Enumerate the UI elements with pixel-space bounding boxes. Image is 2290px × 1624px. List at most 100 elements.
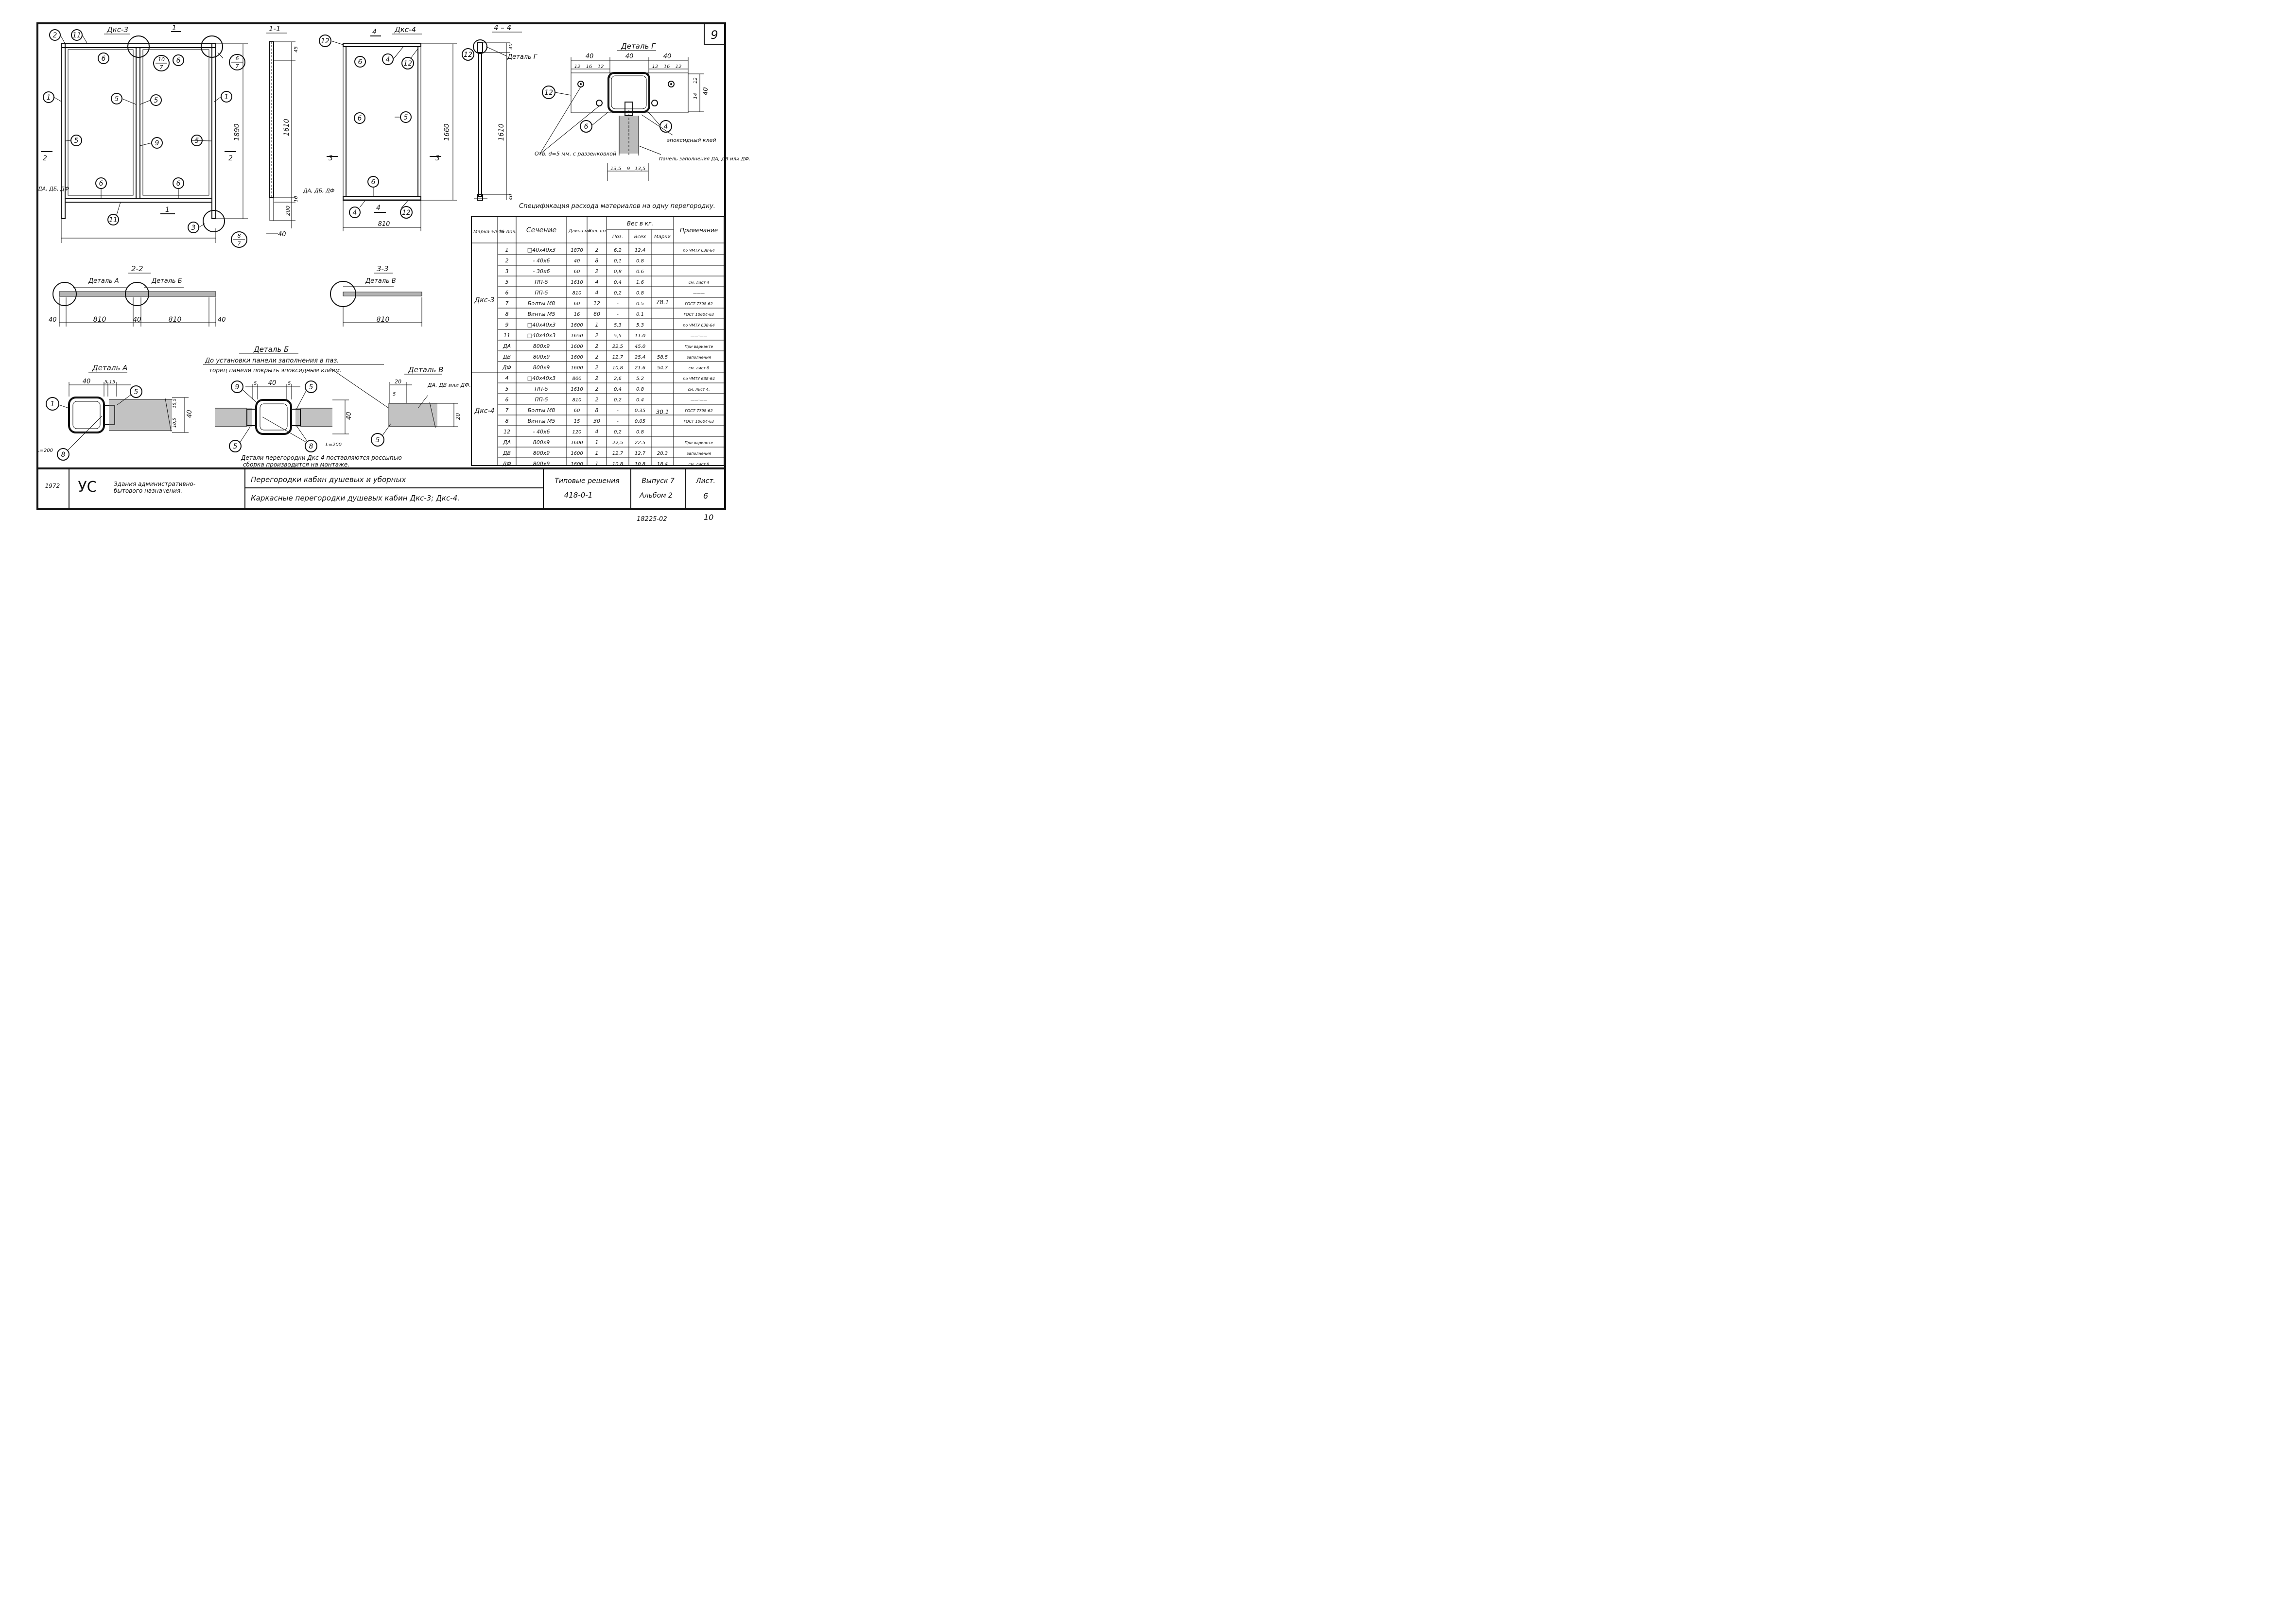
detail-b: Деталь Б До установки панели заполнения … bbox=[203, 345, 389, 452]
tb-title-1: Перегородки кабин душевых и уборных bbox=[251, 475, 406, 484]
frac-10-7-top: 10 bbox=[158, 56, 165, 63]
dim-40-s44-top: 40 bbox=[508, 43, 514, 50]
cut-1-bottom: 1 bbox=[165, 206, 170, 214]
dim-a-105: 10,5 bbox=[173, 418, 177, 428]
tb-year: 1972 bbox=[45, 483, 60, 489]
spec-table: Спецификация расхода материалов на одну … bbox=[471, 203, 725, 469]
group1-cell-section: □40x40x3 bbox=[527, 332, 555, 339]
callout-5-b-det: 5 bbox=[309, 383, 313, 391]
group1-cell-qty: 12 bbox=[593, 300, 600, 307]
dim-g-16-a: 16 bbox=[586, 64, 592, 69]
group2-cell-wall: 12.7 bbox=[635, 451, 646, 456]
frac-6-7-bot: 7 bbox=[236, 63, 239, 69]
callout-4-a: 4 bbox=[386, 56, 390, 64]
l200-a: L=200 bbox=[37, 448, 53, 453]
panel-types-dks4: ДА, ДБ, ДФ bbox=[303, 188, 334, 194]
group1-cell-length: 1600 bbox=[571, 365, 583, 371]
th-wall: Всех bbox=[634, 234, 646, 240]
callout-11-top: 11 bbox=[72, 32, 81, 39]
dim-g-12-c: 12 bbox=[652, 64, 659, 69]
group1-cell-wpos: 0,2 bbox=[614, 291, 622, 296]
group1-cell-qty: 2 bbox=[595, 343, 599, 349]
group1-cell-pos: ДВ bbox=[503, 354, 511, 360]
group2-cell-qty: 1 bbox=[595, 450, 599, 456]
cut-1-top: 1 bbox=[172, 24, 176, 32]
group1-cell-section: 800x9 bbox=[533, 354, 550, 360]
group1-cell-pos: 3 bbox=[505, 268, 509, 275]
group2-cell-length: 1600 bbox=[571, 440, 583, 446]
callout-6-h: 6 bbox=[584, 123, 589, 131]
group2-cell-note: При варианте bbox=[685, 441, 713, 445]
group2-cell-note: по ЧМТУ 638-64 bbox=[683, 377, 715, 381]
label-detail-a: Деталь А bbox=[92, 363, 127, 372]
callout-5-e: 5 bbox=[404, 114, 408, 121]
dim-v-20-v: 20 bbox=[455, 413, 461, 420]
group2-cell-qty: 1 bbox=[595, 461, 599, 467]
group1-cell-length: 1610 bbox=[571, 280, 583, 285]
callout-12-d: 12 bbox=[464, 51, 472, 59]
tb-sheet-no: 6 bbox=[703, 491, 708, 501]
group1-cell-length: 1600 bbox=[571, 323, 583, 328]
group1-cell-wall: 0.5 bbox=[636, 301, 644, 307]
group1-cell-note: ——·—— bbox=[691, 334, 708, 338]
tb-album: Альбом 2 bbox=[639, 492, 673, 500]
group2-cell-wpos: 10,8 bbox=[612, 462, 623, 467]
detail-b-note2: торец панели покрыть эпоксидным клеем. bbox=[209, 367, 342, 374]
group1-cell-wpos: 22,5 bbox=[612, 344, 623, 349]
group2-cell-section: 800x9 bbox=[533, 450, 550, 456]
group2-mass: 30.1 bbox=[656, 409, 669, 415]
group2-cell-wpos: 12,7 bbox=[612, 451, 624, 456]
group1-cell-wpos: 0,4 bbox=[614, 280, 622, 285]
dim-45: 45 bbox=[294, 46, 299, 52]
group2-cell-qty: 4 bbox=[595, 429, 599, 435]
group2-cell-length: 60 bbox=[574, 408, 580, 414]
callout-5-b: 5 bbox=[154, 97, 158, 104]
callout-5-d: 5 bbox=[195, 137, 199, 145]
detail-v: Деталь В 20 5 20 ДА, ДВ или ДФ. 5 bbox=[371, 365, 471, 447]
group2-cell-note: см. лист 8 bbox=[689, 462, 710, 466]
label-sec11: 1-1 bbox=[269, 24, 281, 33]
group1-cell-pos: ДФ bbox=[502, 364, 511, 371]
archive-number: 18225-02 bbox=[637, 516, 667, 523]
cut-4-top: 4 bbox=[372, 28, 377, 36]
frame-dks4: Дкс-4 4 1660 810 3 3 4 ДА, ДБ, ДФ 12 6 4… bbox=[303, 25, 457, 231]
th-length: Длина мм. bbox=[568, 229, 592, 234]
dim-g-9: 9 bbox=[627, 166, 630, 172]
dim-b-5-a: 5 bbox=[254, 381, 257, 386]
section-1-1: 1-1 45 1610 10 200 40 bbox=[266, 24, 299, 238]
group1-cell-wpos: 6,2 bbox=[614, 248, 622, 253]
th-section: Сечение bbox=[526, 226, 556, 234]
dim-v-20: 20 bbox=[395, 379, 401, 385]
label-detail-g: Деталь Г bbox=[621, 42, 656, 51]
group1-cell-note: ГОСТ 7798-62 bbox=[685, 302, 712, 306]
group1-cell-wall: 1.6 bbox=[636, 280, 644, 285]
callout-5-v: 5 bbox=[376, 436, 380, 444]
group2-cell-section: 800x9 bbox=[533, 461, 550, 467]
group2-cell-pos: ДА bbox=[503, 439, 511, 446]
group2-cell-section: 800x9 bbox=[533, 439, 550, 446]
group2-cell-length: 800 bbox=[572, 376, 581, 381]
drawing-sheet: 9 Дкс-3 1890 2 2 1 bbox=[36, 22, 750, 523]
label-sec33: 3-3 bbox=[377, 264, 389, 273]
cut-2-right: 2 bbox=[228, 155, 233, 162]
group1-cell-wall: 0.8 bbox=[636, 291, 644, 296]
callout-2: 2 bbox=[53, 32, 57, 39]
panel-types-dks3: ДА, ДБ, ДФ bbox=[37, 186, 69, 192]
callout-1-a: 1 bbox=[51, 400, 55, 408]
group2-cell-note: ГОСТ 7798-62 bbox=[685, 409, 712, 413]
group1-cell-qty: 2 bbox=[595, 354, 599, 360]
group1-cell-note: по ЧМТУ 638-64 bbox=[683, 248, 715, 253]
callout-6-a: 6 bbox=[102, 55, 106, 63]
group2-cell-wpos: - bbox=[617, 419, 619, 424]
group1-cell-section: - 30x6 bbox=[533, 268, 550, 275]
dim-22-40-a: 40 bbox=[49, 316, 57, 324]
group1-cell-qty: 2 bbox=[595, 332, 599, 339]
dim-a-15: 15 bbox=[109, 380, 116, 385]
dim-33-810: 810 bbox=[377, 316, 390, 324]
group2-cell-wall: 0.8 bbox=[636, 387, 644, 392]
label-detail-v: Деталь В bbox=[408, 365, 443, 374]
group2-cell-wall: 0.35 bbox=[635, 408, 645, 414]
group2-cell-wpos: 22,5 bbox=[612, 440, 623, 446]
group1-cell-note: см. лист 8 bbox=[689, 366, 710, 370]
dim-g-16-b: 16 bbox=[664, 64, 670, 69]
